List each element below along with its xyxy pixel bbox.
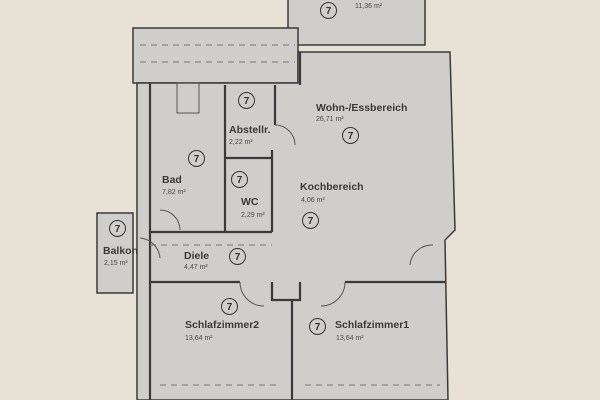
room-name-schlafzimmer1: Schlafzimmer1 [335,319,410,331]
room-marker-schlafzimmer2: 7 [221,298,238,315]
room-name-bad: Bad [162,174,182,186]
room-name-abstellr: Abstellr. [229,124,271,136]
room-marker-wohn: 7 [342,127,359,144]
room-name-diele: Diele [184,250,210,262]
terrace-strip [132,27,299,84]
room-area-diele: 4,47 m² [184,264,208,271]
room-marker-bad: 7 [188,150,205,167]
room-area-schlafzimmer1: 13,64 m² [336,335,364,342]
room-name-wohn: Wohn-/Essbereich [316,102,408,114]
room-area-schlafzimmer2: 13,64 m² [185,335,213,342]
room-marker-schlafzimmer1: 7 [309,318,326,335]
room-area-abstellr: 2,22 m² [229,139,253,146]
room-area-bad: 7,82 m² [162,189,186,196]
room-marker-diele: 7 [229,248,246,265]
room-area-kochbereich: 4,06 m² [301,197,325,204]
room-name-wc: WC [241,196,259,208]
room-marker-top-balcony: 7 [320,2,337,19]
room-name-balkon: Balkon [103,245,139,257]
room-marker-abstellr: 7 [238,92,255,109]
room-name-schlafzimmer2: Schlafzimmer2 [185,319,260,331]
top-balcony [287,0,426,46]
room-area-wc: 2,29 m² [241,212,265,219]
room-area-top-balcony: 11,36 m² [355,3,383,10]
balkon-box [96,212,134,294]
room-marker-balkon: 7 [109,220,126,237]
apartment-outline [136,51,456,400]
room-area-balkon: 2,15 m² [104,260,128,267]
room-marker-wc: 7 [231,171,248,188]
room-name-kochbereich: Kochbereich [300,181,364,193]
room-marker-kochbereich: 7 [302,212,319,229]
room-area-wohn: 26,71 m² [316,116,344,123]
